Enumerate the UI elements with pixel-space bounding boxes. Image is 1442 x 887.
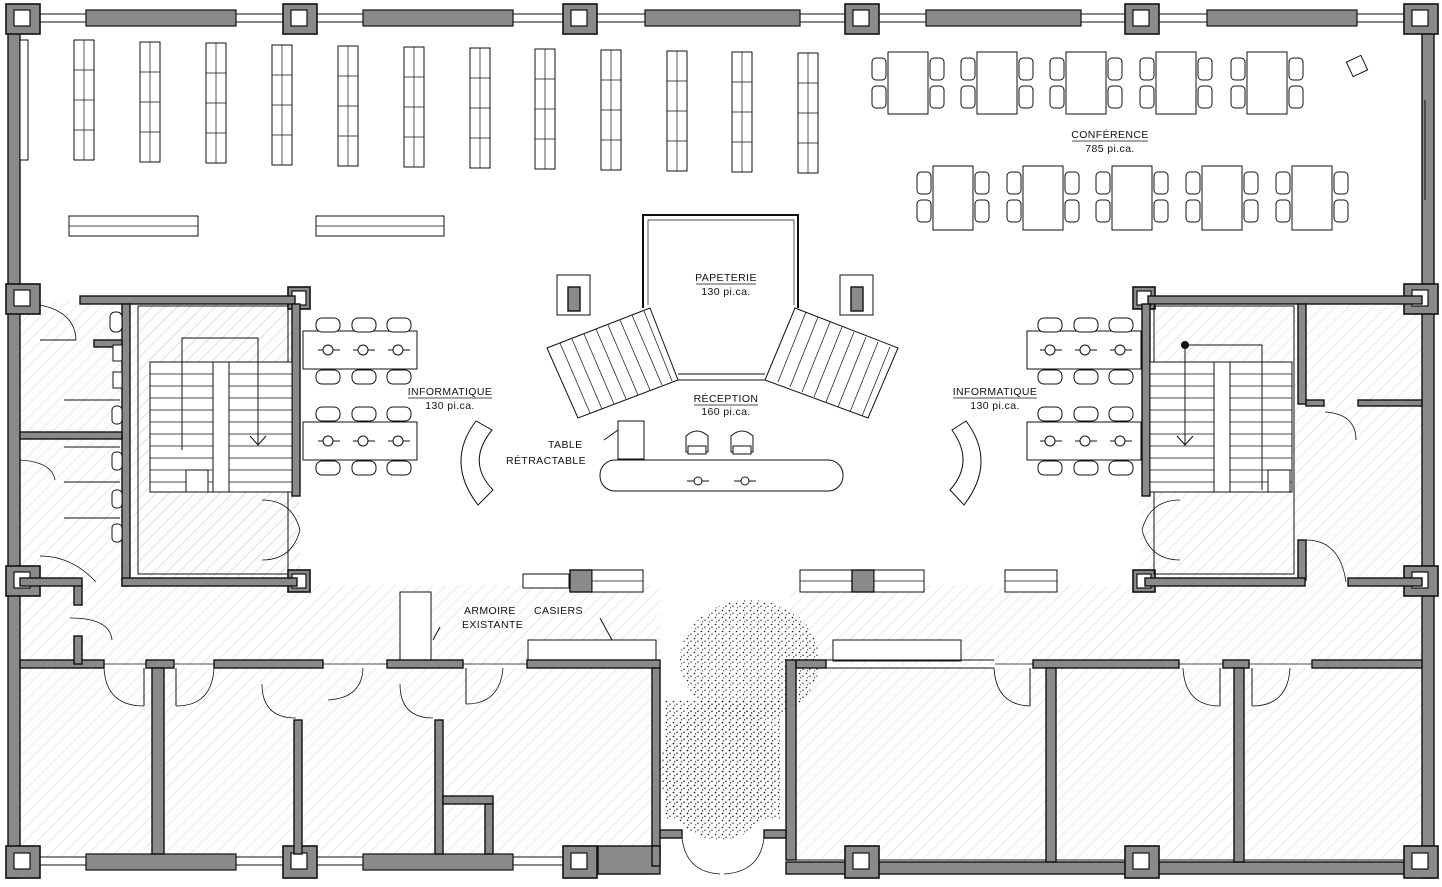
computer-stations-left [302, 317, 418, 476]
room-labels: CONFÉRENCE 785 pi.ca. PAPETERIE 130 pi.c… [408, 128, 1149, 631]
conference-tables [871, 51, 1426, 231]
stair-core-right [1141, 295, 1423, 587]
label-informatique-left: INFORMATIQUE [408, 386, 493, 398]
label-papeterie: PAPETERIE [695, 272, 757, 284]
hatched-zones [20, 300, 1422, 860]
label-armoire-line1: ARMOIRE [464, 605, 516, 617]
label-informatique-right: INFORMATIQUE [953, 386, 1038, 398]
washrooms-left [19, 304, 123, 583]
top-windows [85, 9, 1358, 27]
label-conference-area: 785 pi.ca. [1085, 143, 1135, 155]
papeterie-room [556, 214, 874, 316]
computer-stations-right [1026, 317, 1142, 476]
reception-desk [599, 420, 844, 492]
label-informatique-right-area: 130 pi.ca. [970, 400, 1020, 412]
label-table-line2: RÉTRACTABLE [506, 454, 586, 467]
lobby-furniture [399, 569, 1058, 662]
entrance-garden [660, 600, 820, 840]
bookshelves [19, 39, 819, 237]
label-reception-area: 160 pi.ca. [701, 406, 751, 418]
label-armoire-line2: EXISTANTE [462, 619, 523, 631]
curved-partitions [460, 420, 982, 506]
stair-core-left [79, 295, 301, 587]
label-reception: RÉCEPTION [694, 392, 759, 405]
label-informatique-left-area: 130 pi.ca. [425, 400, 475, 412]
label-casiers: CASIERS [534, 605, 583, 617]
label-papeterie-area: 130 pi.ca. [701, 286, 751, 298]
label-conference: CONFÉRENCE [1071, 128, 1149, 141]
lower-offices [19, 411, 1423, 875]
label-table-line1: TABLE [548, 439, 582, 451]
reception-stairs [546, 307, 899, 419]
